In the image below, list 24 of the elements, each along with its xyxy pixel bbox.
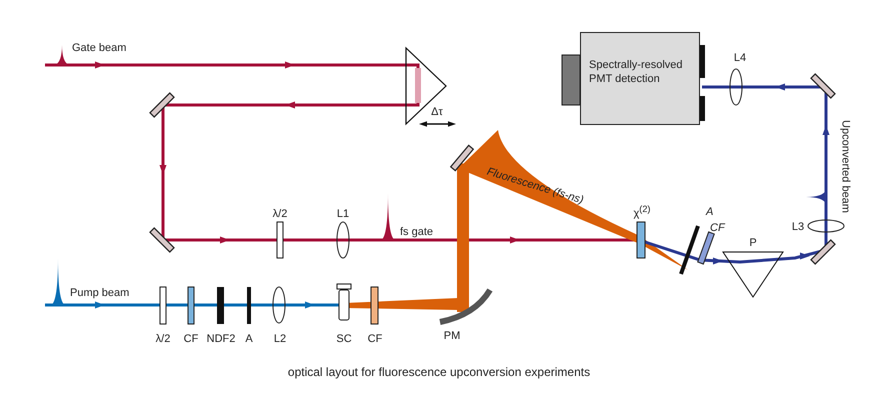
- component-label: χ$^{(2)}$: [634, 203, 650, 221]
- component-label: P: [749, 237, 757, 250]
- component-label: NDF2: [206, 333, 236, 346]
- component-label: λ/2: [156, 333, 170, 346]
- beam-label: fs gate: [400, 226, 434, 239]
- component-label: L2: [274, 333, 286, 346]
- figure-caption: optical layout for fluorescence upconversion experiments: [288, 366, 590, 379]
- component-label: L4: [734, 52, 746, 65]
- component-label: A: [245, 333, 253, 346]
- component-label: CF: [368, 333, 382, 346]
- component-label: λ/2: [272, 208, 288, 221]
- component-label: A: [706, 206, 714, 219]
- beam-label: Upconverted beam: [838, 120, 852, 213]
- detector-box: [580, 32, 700, 125]
- component-label: L3: [792, 221, 804, 234]
- detector-label: Spectrally-resolved PMT detection: [589, 58, 684, 86]
- component-label: SC: [336, 333, 352, 346]
- beam-label: Gate beam: [72, 42, 126, 55]
- delay-label: Δτ: [431, 106, 443, 119]
- component-label: CF: [710, 222, 725, 235]
- component-label: CF: [184, 333, 198, 346]
- component-label: L1: [336, 208, 350, 221]
- beam-label: Pump beam: [70, 287, 130, 300]
- component-label: PM: [444, 330, 460, 343]
